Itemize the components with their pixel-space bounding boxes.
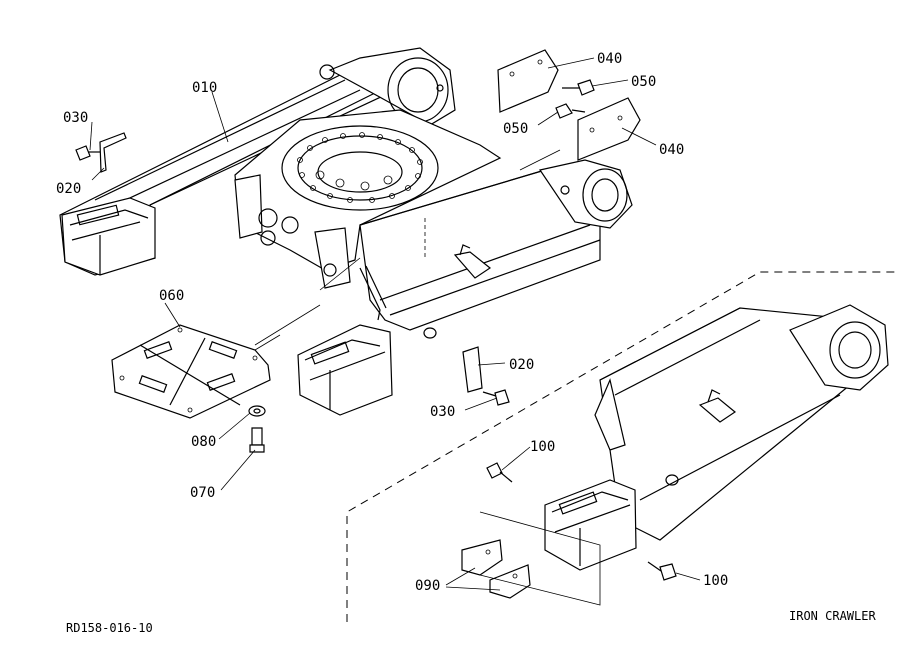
bolt-100-lower: [647, 561, 677, 581]
callout-070: 070: [190, 485, 215, 501]
document-code: RD158-016-10: [66, 621, 153, 635]
callout-020-right: 020: [509, 357, 534, 373]
bolt-030-right: [482, 389, 510, 406]
bracket-mount-plane: [479, 511, 601, 606]
callout-050-lower: 050: [503, 121, 528, 137]
guard-plate-040-upper: [497, 49, 559, 113]
bolt-070: [249, 427, 265, 453]
callout-040-upper: 040: [597, 51, 622, 67]
bolt-050-upper: [562, 79, 595, 96]
leader-lines: [89, 57, 701, 591]
turntable-bolt-holes: [297, 132, 423, 203]
callout-040-lower: 040: [659, 142, 684, 158]
clip-020-right: [462, 346, 483, 393]
callout-100-lower: 100: [703, 573, 728, 589]
track-frame-assembly: [59, 47, 633, 416]
callout-010: 010: [192, 80, 217, 96]
callout-100-upper: 100: [530, 439, 555, 455]
bolt-030-left: [75, 145, 100, 161]
callout-labels: 010 030 020 040 050 050 040 060 020 030 …: [56, 51, 728, 594]
bracket-090-lower: [489, 564, 531, 599]
guard-plate-040-lower: [577, 97, 641, 161]
callout-050-upper: 050: [631, 74, 656, 90]
callout-030-right: 030: [430, 404, 455, 420]
callout-080: 080: [191, 434, 216, 450]
cover-plate-060: [111, 324, 281, 419]
figure-caption: IRON CRAWLER: [789, 609, 876, 623]
callout-060: 060: [159, 288, 184, 304]
bolt-050-lower: [555, 103, 586, 119]
callout-090: 090: [415, 578, 440, 594]
bolt-100-upper: [486, 462, 513, 483]
clip-020-left: [99, 132, 127, 173]
callout-020-left: 020: [56, 181, 81, 197]
washer-080: [248, 405, 266, 417]
bracket-090-upper: [461, 539, 503, 576]
callout-030-left: 030: [63, 110, 88, 126]
iron-crawler-rail-assembly: [544, 304, 889, 571]
